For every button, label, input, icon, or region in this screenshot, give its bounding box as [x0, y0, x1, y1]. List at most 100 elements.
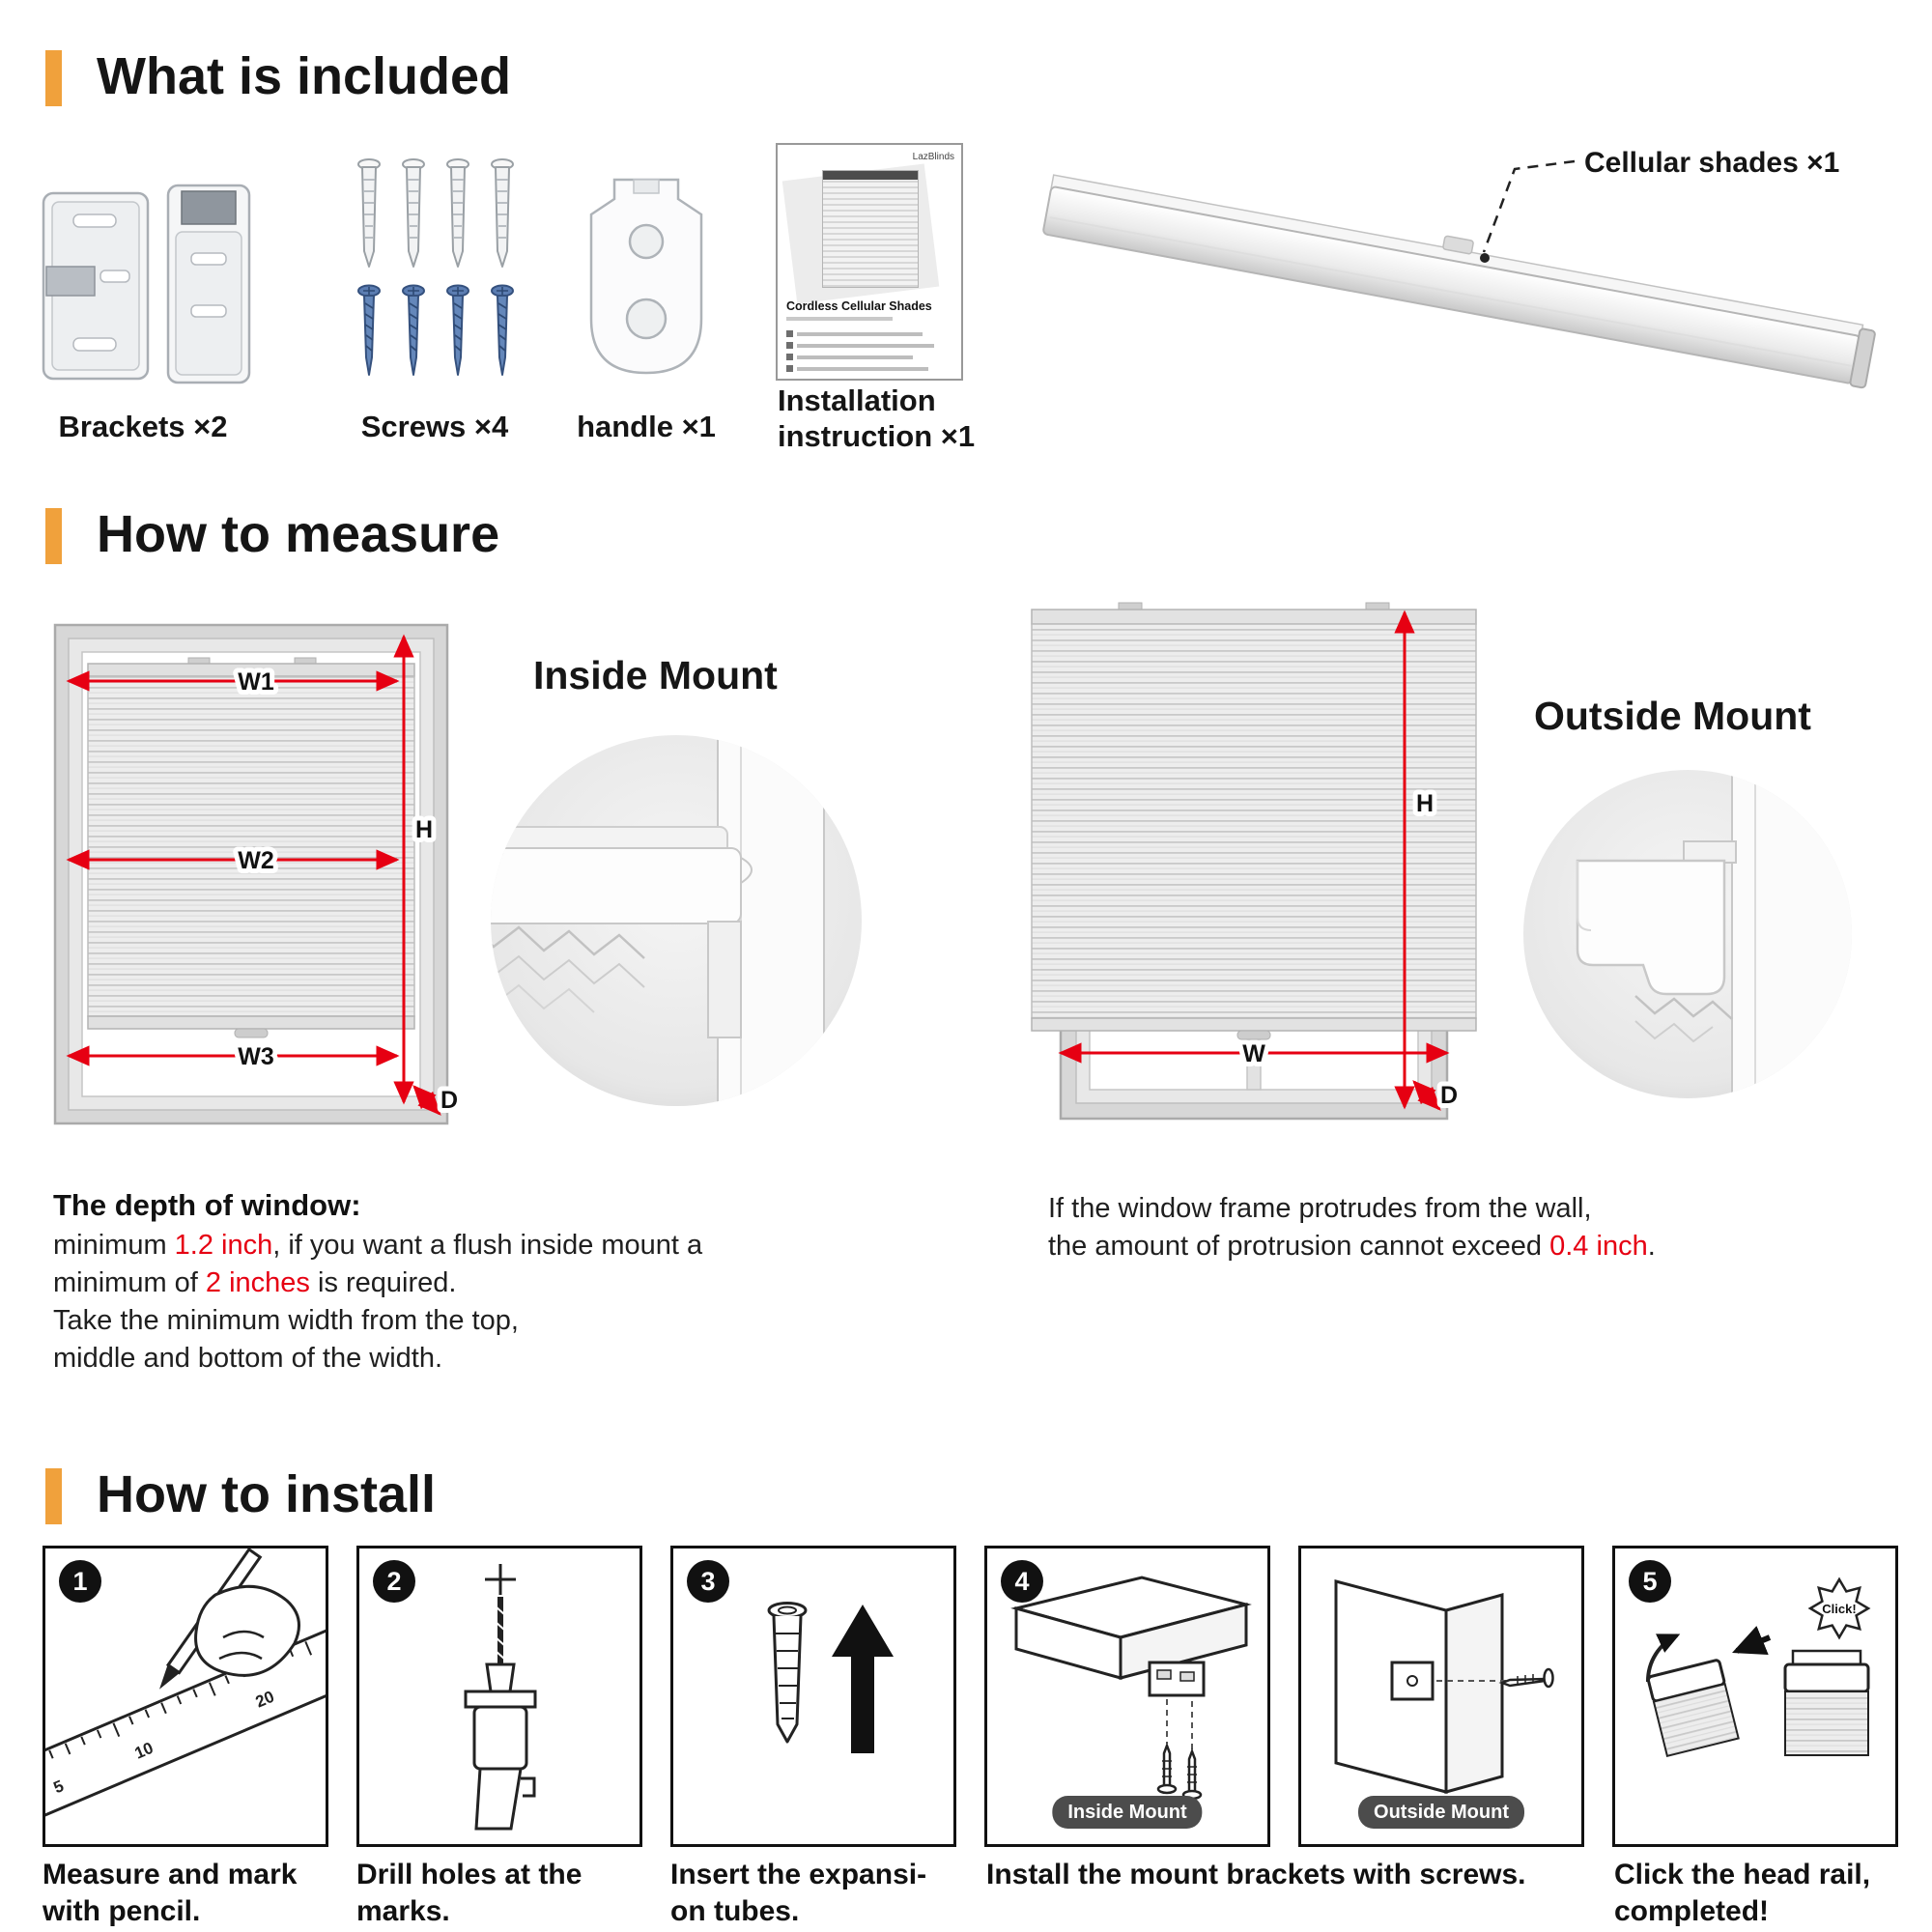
push-arrow [1732, 1626, 1772, 1656]
caption-line-2: with pencil. [43, 1895, 201, 1927]
measure-accent-bar [45, 508, 62, 564]
depth-note: The depth of window: minimum 1.2 inch, i… [53, 1186, 749, 1378]
booklet-title: Cordless Cellular Shades [786, 299, 932, 313]
protrusion-note: If the window frame protrudes from the w… [1048, 1190, 1840, 1265]
handle-illustration [589, 178, 703, 375]
handle-label: handle ×1 [577, 410, 716, 443]
step4-caption: Install the mount brackets with screws. [986, 1857, 1605, 1893]
step-number-5: 5 [1629, 1560, 1671, 1603]
install-section-title: How to install [97, 1465, 436, 1523]
bracket-side-view [166, 184, 251, 384]
click-label: Click! [1822, 1602, 1856, 1616]
cellular-shade-headrail-illustration [1042, 159, 1876, 389]
label-w3: W3 [238, 1043, 274, 1070]
bracket-front-view [42, 191, 150, 381]
inside-shade [87, 657, 415, 1038]
step-number-1: 1 [59, 1560, 101, 1603]
outside-shade [1031, 602, 1477, 1040]
depth-line-1: minimum 1.2 inch, if you want a flush in… [53, 1227, 749, 1264]
highlight-red: 1.2 inch [174, 1230, 273, 1261]
outside-mount-window-diagram: W H D [1031, 602, 1477, 1121]
install-step-4-outside-box: Outside Mount [1298, 1546, 1584, 1847]
included-accent-bar [45, 50, 62, 106]
install-step-1-box: 5 10 20 1 [0, 1546, 381, 1847]
instruction-label: Installation instruction ×1 [778, 383, 1029, 454]
label-w2: W2 [238, 847, 274, 874]
label-d-inside: D [440, 1087, 458, 1114]
step-number-2: 2 [373, 1560, 415, 1603]
install-step-3-box: 3 [670, 1546, 956, 1847]
depth-line-3: Take the minimum width from the top, [53, 1305, 519, 1336]
outside-mount-heading: Outside Mount [1534, 694, 1811, 738]
inside-mount-badge: Inside Mount [1052, 1796, 1203, 1829]
protrusion-line-1: If the window frame protrudes from the w… [1048, 1193, 1592, 1224]
label-w1: W1 [238, 668, 274, 696]
depth-heading: The depth of window: [53, 1188, 361, 1222]
booklet-brand: LazBlinds [912, 152, 954, 162]
step5-caption: Click the head rail, completed! [1614, 1857, 1914, 1930]
caption-line-1: Insert the expansi- [670, 1859, 927, 1890]
booklet-text-line [786, 365, 928, 372]
screws-label: Screws ×4 [360, 410, 509, 443]
text-segment: minimum [53, 1230, 175, 1261]
text-segment: minimum of [53, 1267, 206, 1298]
up-arrow [832, 1605, 894, 1753]
included-section-title: What is included [97, 47, 512, 105]
step3-caption: Insert the expansi- on tubes. [670, 1857, 960, 1930]
instruction-label-line-2: instruction ×1 [778, 419, 976, 453]
step1-caption: Measure and mark with pencil. [43, 1857, 332, 1930]
screws-illustration [357, 158, 514, 376]
drill-illustration [464, 1564, 537, 1831]
hand [194, 1584, 300, 1677]
outside-bracket-install-illustration [1334, 1579, 1554, 1794]
booklet-text-line [786, 354, 913, 360]
headrail-clicked [1783, 1649, 1870, 1756]
measure-section-title: How to measure [97, 505, 500, 563]
caption-line-2: completed! [1614, 1895, 1770, 1927]
cellular-shades-label: Cellular shades ×1 [1584, 147, 1840, 179]
inside-mount-detail-illustration [491, 735, 862, 1106]
text-segment: . [1647, 1231, 1656, 1262]
caption-line-2: marks. [356, 1895, 450, 1927]
caption-line-1: Measure and mark [43, 1859, 298, 1890]
instruction-label-line-1: Installation [778, 384, 936, 417]
measure-arrows [1058, 610, 1450, 1111]
brackets-illustration [42, 184, 251, 384]
caption-line-2: on tubes. [670, 1895, 800, 1927]
install-step-5-box: Click! 5 [1612, 1546, 1898, 1847]
booklet-text-line [786, 330, 923, 337]
click-burst: Click! [1807, 1577, 1871, 1640]
depth-line-2: minimum of 2 inches is required. [53, 1264, 749, 1302]
step-number-3: 3 [687, 1560, 729, 1603]
text-segment: is required. [309, 1267, 457, 1298]
highlight-red: 0.4 inch [1549, 1231, 1648, 1262]
outside-mount-badge: Outside Mount [1358, 1796, 1524, 1829]
booklet-subtitle-line [786, 317, 893, 321]
text-segment: , if you want a flush inside mount a [272, 1230, 703, 1261]
install-step-2-box: 2 [356, 1546, 642, 1847]
measure-arrows [66, 634, 441, 1116]
booklet-shade-rail [823, 171, 918, 180]
depth-line-4: middle and bottom of the width. [53, 1343, 443, 1374]
label-w: W [1242, 1040, 1265, 1067]
shade-callout-line [1480, 159, 1576, 263]
protrusion-line-2: the amount of protrusion cannot exceed 0… [1048, 1228, 1840, 1265]
inside-mount-window-diagram: W1 W2 W3 H D [53, 623, 463, 1125]
inside-mount-heading: Inside Mount [533, 653, 778, 697]
label-d-outside: D [1440, 1082, 1458, 1109]
install-step-4-inside-box: 4 Inside Mount [984, 1546, 1270, 1847]
caption-line-1: Click the head rail, [1614, 1859, 1871, 1890]
measure-mark-illustration: 5 10 20 [0, 1547, 381, 1831]
step-number-4: 4 [1001, 1560, 1043, 1603]
brackets-label: Brackets ×2 [58, 410, 228, 443]
caption-line-1: Install the mount brackets with screws. [986, 1859, 1526, 1890]
booklet-text-line [786, 342, 934, 349]
install-accent-bar [45, 1468, 62, 1524]
text-segment: the amount of protrusion cannot exceed [1048, 1231, 1550, 1262]
outside-mount-detail-illustration [1523, 770, 1852, 1098]
expansion-tube-illustration [767, 1602, 894, 1753]
caption-line-1: Drill holes at the [356, 1859, 582, 1890]
highlight-red: 2 inches [205, 1267, 310, 1298]
instruction-booklet-illustration: LazBlinds Cordless Cellular Shades [776, 143, 963, 381]
